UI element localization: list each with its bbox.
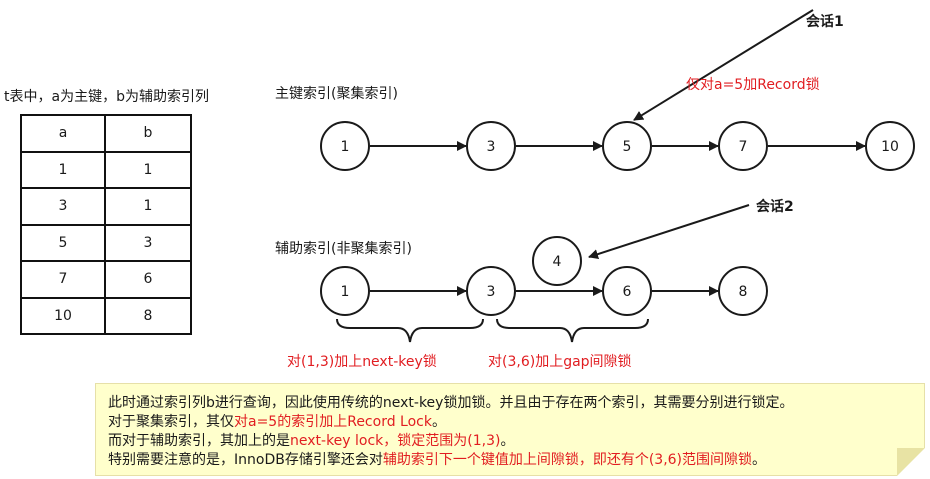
record-lock-note: 仅对a=5加Record锁 xyxy=(686,77,820,93)
primary-node xyxy=(718,121,768,171)
note-line: 此时通过索引列b进行查询，因此使用传统的next-key锁加锁。并且由于存在两个… xyxy=(108,394,924,413)
secondary-node xyxy=(718,266,768,316)
table-caption: t表中，a为主键，b为辅助索引列 xyxy=(4,89,209,105)
session2-arrow xyxy=(588,204,750,259)
note-text: 特别需要注意的是，InnoDB存储引擎还会对 xyxy=(108,452,383,468)
secondary-node xyxy=(320,266,370,316)
secondary-node-label: 6 xyxy=(623,284,632,300)
secondary-node-label: 8 xyxy=(739,284,748,300)
note-text: 对于聚集索引，其仅 xyxy=(108,414,234,430)
note-text: 而对于辅助索引，其加上的是 xyxy=(108,433,290,449)
next-key-lock-label: 对(1,3)加上next-key锁 xyxy=(287,354,437,370)
secondary-node xyxy=(466,266,516,316)
table-cell: 3 xyxy=(104,223,192,262)
note-text: 。 xyxy=(431,414,446,430)
secondary-node-label: 1 xyxy=(341,284,350,300)
brace-1-3 xyxy=(336,318,484,343)
table-cell: 8 xyxy=(104,296,192,335)
gap-lock-label: 对(3,6)加上gap间隙锁 xyxy=(488,354,632,370)
note-highlight: 对a=5的索引加上Record Lock xyxy=(234,414,432,430)
secondary-node xyxy=(602,266,652,316)
session1-arrow xyxy=(633,9,814,121)
primary-node-label: 5 xyxy=(623,139,632,155)
note-fold-corner xyxy=(897,448,925,476)
table-cell: 1 xyxy=(20,150,106,189)
session1-label: 会话1 xyxy=(806,13,844,30)
secondary-index-label: 辅助索引(非聚集索引) xyxy=(275,240,412,257)
table-row: 1 1 xyxy=(20,150,192,189)
note-text: 。 xyxy=(752,452,767,468)
note-text: 此时通过索引列b进行查询，因此使用传统的next-key锁加锁。并且由于存在两个… xyxy=(108,395,794,411)
table-cell: 10 xyxy=(20,296,106,335)
secondary-node-label: 3 xyxy=(487,284,496,300)
primary-node-label: 1 xyxy=(341,139,350,155)
table-cell: 6 xyxy=(104,260,192,299)
table-header-row: a b xyxy=(20,114,192,153)
table-row: 3 1 xyxy=(20,187,192,226)
table-row: 10 8 xyxy=(20,296,192,335)
primary-node-label: 7 xyxy=(739,139,748,155)
note-line: 特别需要注意的是，InnoDB存储引擎还会对辅助索引下一个键值加上间隙锁，即还有… xyxy=(108,451,924,470)
table-row: 5 3 xyxy=(20,223,192,262)
note-highlight: 辅助索引下一个键值加上间隙锁，即还有个(3,6)范围间隙锁 xyxy=(382,452,753,468)
note-line: 对于聚集索引，其仅对a=5的索引加上Record Lock。 xyxy=(108,413,924,432)
insert-node xyxy=(532,236,582,286)
primary-node xyxy=(466,121,516,171)
table-cell: 5 xyxy=(20,223,106,262)
table-cell: 1 xyxy=(104,150,192,189)
primary-index-label: 主键索引(聚集索引) xyxy=(275,85,398,102)
primary-node xyxy=(320,121,370,171)
primary-node-label: 10 xyxy=(881,139,899,155)
table-header-b: b xyxy=(104,114,192,153)
brace-3-6 xyxy=(496,318,649,343)
table-cell: 3 xyxy=(20,187,106,226)
table-header-a: a xyxy=(20,114,106,153)
data-table: a b 1 1 3 1 5 3 7 6 10 8 xyxy=(20,114,192,335)
note-line: 而对于辅助索引，其加上的是next-key lock，锁定范围为(1,3)。 xyxy=(108,432,924,451)
table-cell: 1 xyxy=(104,187,192,226)
session2-label: 会话2 xyxy=(756,198,794,215)
table-row: 7 6 xyxy=(20,260,192,299)
insert-node-label: 4 xyxy=(553,254,562,270)
explanation-note: 此时通过索引列b进行查询，因此使用传统的next-key锁加锁。并且由于存在两个… xyxy=(95,383,925,476)
primary-node xyxy=(865,121,915,171)
primary-node-locked xyxy=(602,121,652,171)
table-cell: 7 xyxy=(20,260,106,299)
note-text: 。 xyxy=(500,433,515,449)
note-highlight: next-key lock，锁定范围为(1,3) xyxy=(290,433,501,449)
primary-node-label: 3 xyxy=(487,139,496,155)
